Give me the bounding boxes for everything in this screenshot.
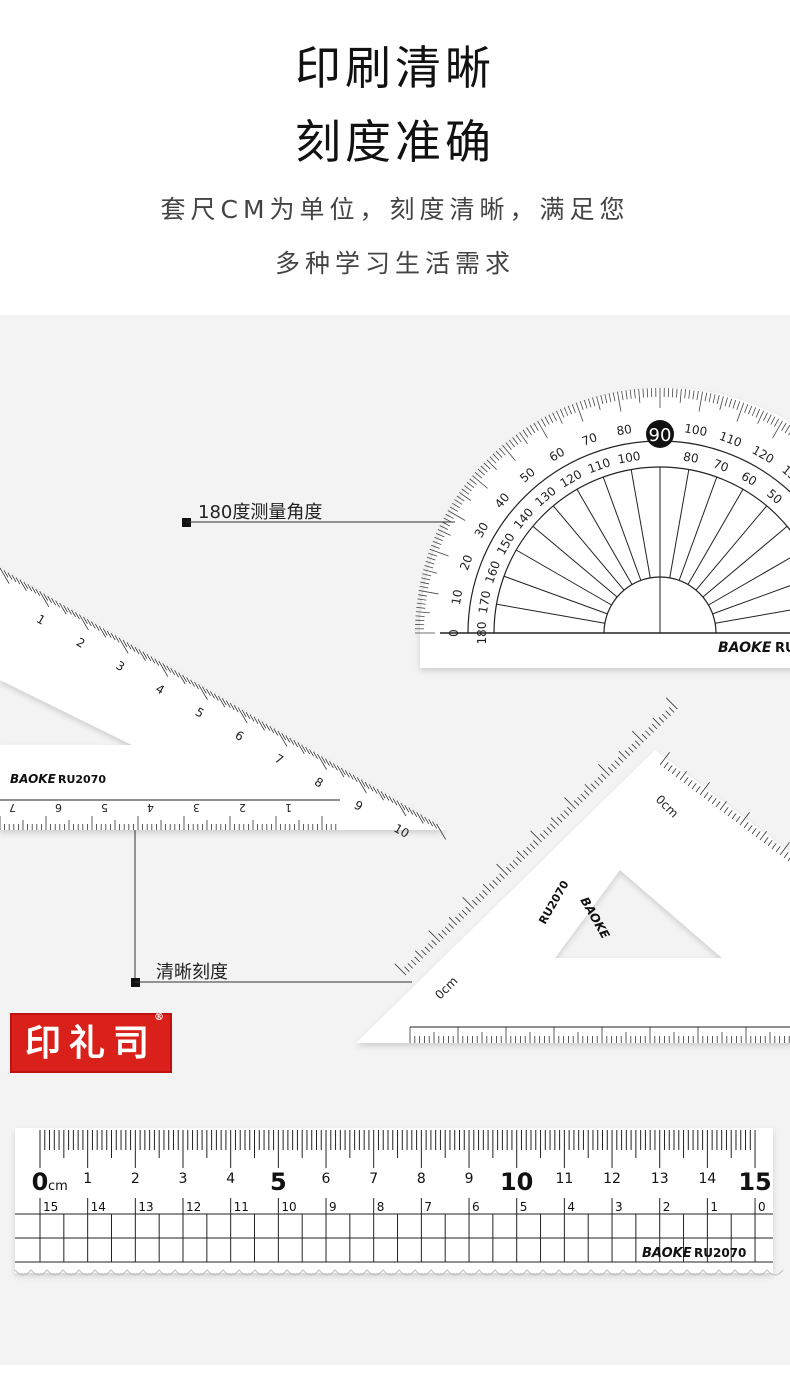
protractor-brand: BAOKE	[718, 640, 772, 656]
protractor-inner-label: 80	[682, 449, 699, 465]
ruler-bottom-label: 13	[138, 1200, 153, 1214]
callout-scale-label: 清晰刻度	[156, 962, 228, 983]
ruler-bottom-label: 4	[567, 1200, 575, 1214]
logo-text: 印礼司	[24, 1022, 157, 1064]
ruler-bottom-label: 9	[329, 1200, 337, 1214]
protractor-inner-label: 70	[711, 457, 730, 475]
hero-header: 印刷清晰 刻度准确 套尺CM为单位，刻度清晰，满足您 多种学习生活需求	[0, 0, 790, 315]
protractor-ray	[715, 609, 790, 624]
protractor-outer-label: 20	[457, 553, 475, 572]
protractor-ray	[515, 549, 612, 606]
protractor-ray	[496, 603, 605, 624]
protractor-inner-label: 180	[475, 622, 489, 645]
ruler-bottom-label: 15	[43, 1200, 58, 1214]
left-triangle-brand: BAOKE	[10, 772, 57, 786]
ruler-top-label: 5	[270, 1168, 287, 1196]
registered-mark: ®	[154, 1012, 164, 1023]
subtitle-line-1: 套尺CM为单位，刻度清晰，满足您	[160, 195, 630, 224]
protractor-ray	[630, 469, 651, 578]
ruler-bottom-label: 8	[377, 1200, 385, 1214]
protractor-outer-label: 0	[447, 629, 461, 637]
protractor-inner-label: 100	[617, 449, 642, 467]
protractor-model: RU	[775, 641, 790, 656]
left-triangle-bottom-label: 1	[285, 801, 292, 814]
ruler-top-label: 10	[500, 1168, 533, 1196]
ruler-top-label: 4	[226, 1171, 235, 1187]
protractor-inner-label: 170	[476, 590, 494, 615]
left-triangle-model: RU2070	[58, 773, 106, 786]
ruler-bottom-label: 3	[615, 1200, 623, 1214]
left-triangle-bottom-label: 4	[147, 801, 154, 814]
ruler-top-label: 0	[32, 1168, 49, 1196]
ruler-bottom-label: 7	[424, 1200, 432, 1214]
ruler-bottom-label: 14	[91, 1200, 106, 1214]
protractor-ray	[669, 469, 690, 578]
ruler-bottom-label: 6	[472, 1200, 480, 1214]
ruler-top-label: 11	[555, 1171, 573, 1187]
ruler-top-label: 12	[603, 1171, 621, 1187]
ruler-top-label: 13	[651, 1171, 669, 1187]
ruler-top-label: 14	[698, 1171, 716, 1187]
left-triangle-bottom-label: 5	[101, 801, 108, 814]
left-triangle-bottom-label: 6	[55, 801, 62, 814]
ruler-bottom-label: 0	[758, 1200, 766, 1214]
protractor-outer-label: 130	[779, 462, 790, 487]
subtitle-line-2: 多种学习生活需求	[274, 249, 515, 278]
ruler-bottom-label: 5	[520, 1200, 528, 1214]
protractor-outer-label: 80	[615, 422, 632, 438]
protractor-outer-label: 30	[472, 520, 492, 540]
protractor-ray	[687, 488, 744, 585]
protractor-ray	[503, 575, 608, 615]
protractor-ray	[678, 476, 718, 581]
protractor-ray	[695, 505, 768, 591]
ruler-top-label: 2	[131, 1171, 140, 1187]
protractor-ray	[532, 525, 618, 598]
ruler-top-label: 3	[179, 1171, 188, 1187]
protractor-outer-label: 70	[580, 430, 599, 448]
left-triangle-bottom-label: 3	[193, 801, 200, 814]
ruler-bottom-label: 10	[281, 1200, 296, 1214]
protractor-outer-label: 10	[449, 588, 465, 605]
title-line-2: 刻度准确	[295, 115, 495, 169]
ruler-top-label: 6	[322, 1171, 331, 1187]
protractor-center-label: 90	[649, 425, 672, 446]
left-triangle-bottom-label: 2	[239, 801, 246, 814]
ruler-bottom-label: 2	[663, 1200, 671, 1214]
ruler-top-label: 9	[465, 1171, 474, 1187]
ruler-brand: BAOKE	[642, 1246, 692, 1261]
protractor-outer-label: 60	[547, 445, 567, 465]
ruler-bottom-label: 1	[710, 1200, 718, 1214]
ruler-top-label: 8	[417, 1171, 426, 1187]
protractor-ray	[702, 525, 788, 598]
ruler-top-label: 15	[738, 1168, 771, 1196]
ruler-unit-label: cm	[48, 1179, 68, 1194]
brand-logo: 印礼司®	[10, 1012, 172, 1073]
protractor-90-badge	[646, 420, 674, 448]
ruler-model: RU2070	[694, 1246, 746, 1260]
left-triangle-label: 10	[391, 821, 411, 841]
ruler-bottom-label: 11	[234, 1200, 249, 1214]
ruler-bottom-label: 12	[186, 1200, 201, 1214]
title-line-1: 印刷清晰	[295, 41, 495, 95]
protractor-ray	[712, 585, 790, 615]
ruler-top-label: 1	[83, 1171, 92, 1187]
protractor-inner-label: 40	[786, 508, 790, 529]
protractor-ray	[708, 557, 790, 606]
callout-protractor	[182, 518, 455, 527]
callout-scale	[131, 830, 412, 987]
protractor-ray	[602, 476, 642, 581]
protractor-outer-label: 100	[683, 421, 708, 439]
protractor-ray	[576, 488, 633, 585]
protractor-inner-label: 60	[739, 469, 759, 489]
left-triangle-bottom-label: 7	[9, 801, 16, 814]
callout-protractor-label: 180度测量角度	[198, 502, 323, 523]
ruler-top-label: 7	[369, 1171, 378, 1187]
protractor-ray	[552, 505, 625, 591]
